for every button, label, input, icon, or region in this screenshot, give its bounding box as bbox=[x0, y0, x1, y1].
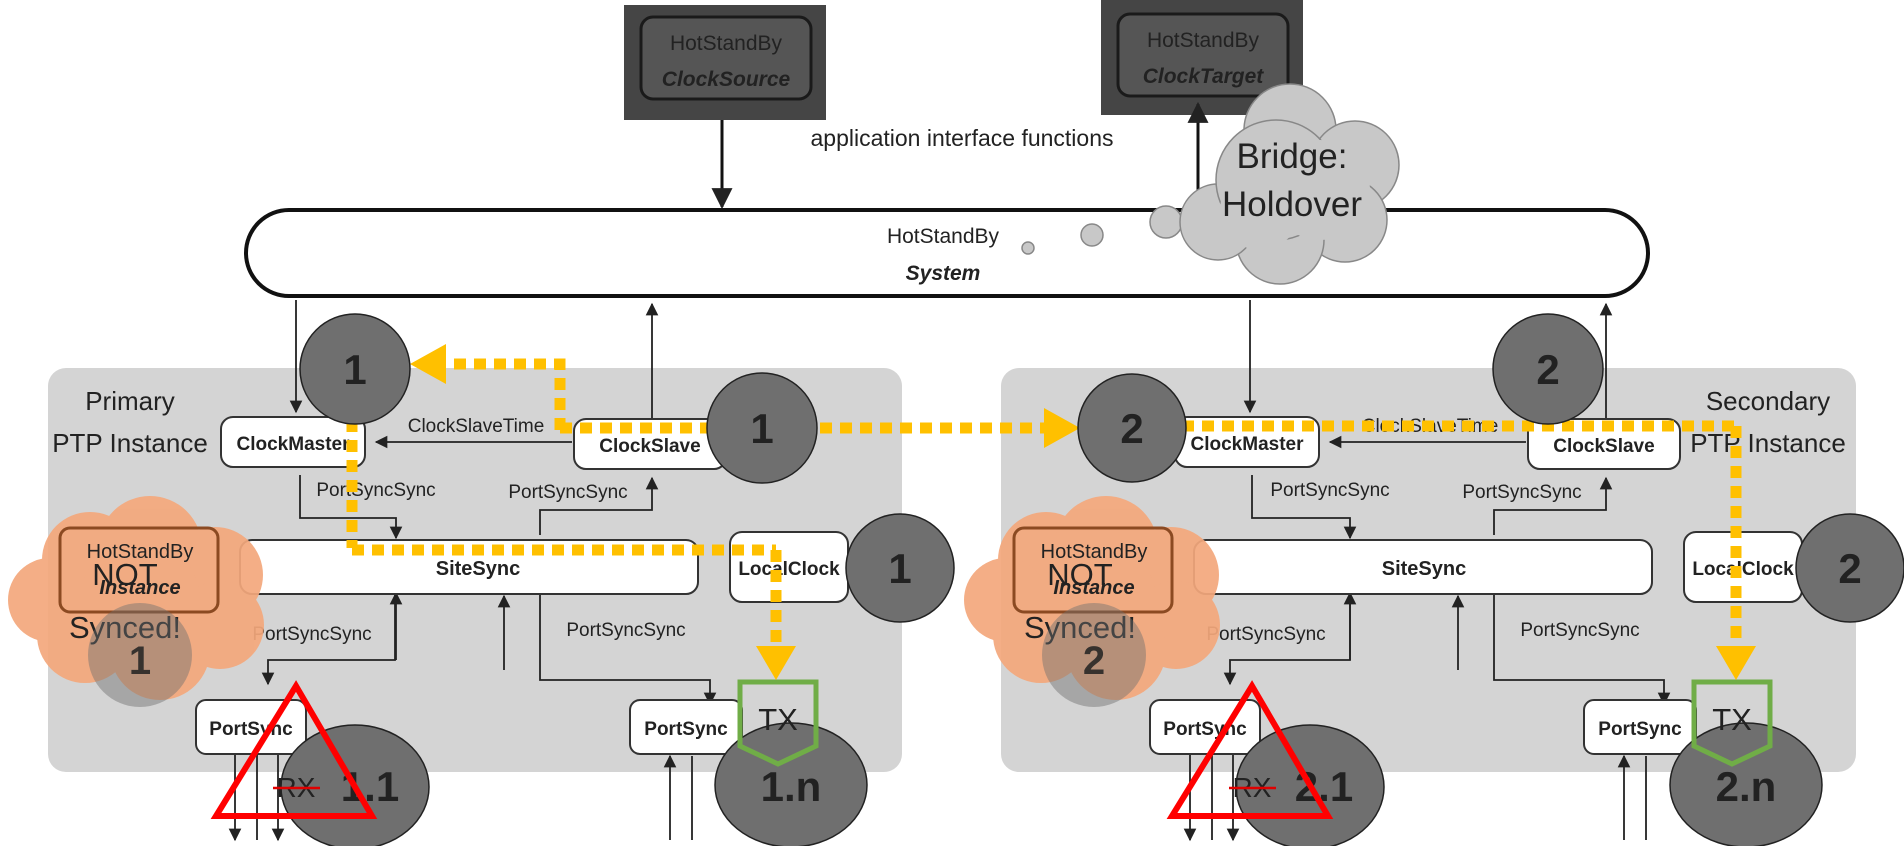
primary-badge-local: 1 bbox=[845, 513, 955, 623]
primary-badge-instance: 1 bbox=[129, 639, 151, 683]
secondary-not-synced-line1: NOT bbox=[1047, 557, 1113, 592]
primary-portsync-left-label: PortSync bbox=[209, 719, 293, 740]
secondary-psync-1: PortSyncSync bbox=[1270, 480, 1389, 501]
primary-tx-label: TX bbox=[758, 702, 798, 737]
clock-source: HotStandBy ClockSource bbox=[624, 5, 826, 120]
bridge-holdover-cloud: Bridge: Holdover bbox=[1021, 83, 1400, 285]
svg-text:2: 2 bbox=[1536, 346, 1559, 393]
primary-clockslavetime-label: ClockSlaveTime bbox=[408, 416, 545, 437]
svg-text:1.n: 1.n bbox=[761, 763, 822, 810]
primary-tx-box: TX bbox=[737, 679, 819, 767]
primary-badge-master: 1 bbox=[299, 313, 411, 425]
primary-not-synced-line2: Synced! bbox=[69, 610, 181, 645]
primary-title-line1: Primary bbox=[85, 386, 175, 416]
svg-text:2: 2 bbox=[1120, 405, 1143, 452]
secondary-ptp-instance: Secondary PTP Instance ClockMaster Clock… bbox=[964, 300, 1856, 846]
primary-psync-4: PortSyncSync bbox=[566, 620, 685, 641]
hotstandby-system: HotStandBy System bbox=[244, 208, 1650, 298]
secondary-portsync-right-label: PortSync bbox=[1598, 719, 1682, 740]
secondary-localclock-label: LocalClock bbox=[1692, 559, 1794, 580]
primary-clockmaster-label: ClockMaster bbox=[237, 434, 351, 455]
primary-ptp-instance: Primary PTP Instance ClockMaster ClockSl… bbox=[8, 300, 902, 846]
secondary-badge-master: 2 bbox=[1492, 313, 1604, 425]
sync-arrowhead-tx-secondary bbox=[1716, 646, 1756, 680]
primary-psync-1: PortSyncSync bbox=[316, 480, 435, 501]
bridge-line1: Bridge: bbox=[1237, 137, 1348, 176]
secondary-badge-local: 2 bbox=[1795, 513, 1904, 623]
clock-target-line2: ClockTarget bbox=[1143, 65, 1265, 88]
svg-text:2.n: 2.n bbox=[1716, 763, 1777, 810]
clock-target-line1: HotStandBy bbox=[1147, 29, 1260, 52]
app-interface-label: application interface functions bbox=[810, 125, 1113, 151]
secondary-not-synced-cloud: HotStandBy Instance NOT Synced! 2 bbox=[964, 496, 1220, 707]
secondary-psync-2: PortSyncSync bbox=[1462, 482, 1581, 503]
primary-clockmaster-box bbox=[220, 416, 366, 468]
primary-hs-instance-line2: Instance bbox=[99, 577, 180, 599]
clock-source-line2: ClockSource bbox=[662, 68, 791, 91]
secondary-psync-3: PortSyncSync bbox=[1206, 624, 1325, 645]
clock-source-line1: HotStandBy bbox=[670, 32, 783, 55]
svg-text:1: 1 bbox=[750, 405, 773, 452]
secondary-psync-4: PortSyncSync bbox=[1520, 620, 1639, 641]
secondary-rx-warning: RX bbox=[1166, 680, 1334, 819]
primary-localclock-label: LocalClock bbox=[738, 559, 840, 580]
secondary-badge-instance: 2 bbox=[1083, 639, 1105, 683]
svg-text:2: 2 bbox=[1838, 545, 1861, 592]
secondary-title-line1: Secondary bbox=[1706, 386, 1830, 416]
secondary-tx-label: TX bbox=[1712, 702, 1752, 737]
system-line1: HotStandBy bbox=[887, 225, 1000, 248]
primary-clockslave-label: ClockSlave bbox=[599, 436, 700, 457]
bridge-line2: Holdover bbox=[1222, 185, 1362, 224]
secondary-clockmaster-label: ClockMaster bbox=[1191, 434, 1305, 455]
sync-arrowhead-master bbox=[410, 344, 446, 384]
secondary-hs-instance-line2: Instance bbox=[1053, 577, 1134, 599]
primary-hs-instance-line1: HotStandBy bbox=[87, 541, 194, 563]
svg-text:1: 1 bbox=[888, 545, 911, 592]
primary-badge-slave: 1 bbox=[706, 372, 818, 484]
sync-path-dotted bbox=[346, 358, 1742, 650]
secondary-sitesync-label: SiteSync bbox=[1382, 558, 1466, 580]
primary-psync-3: PortSyncSync bbox=[252, 624, 371, 645]
sync-arrowhead-secondary bbox=[1044, 408, 1080, 448]
system-line2: System bbox=[906, 262, 981, 285]
secondary-tx-box: TX bbox=[1691, 679, 1773, 767]
sync-arrowhead-tx-primary bbox=[756, 646, 796, 680]
svg-text:1: 1 bbox=[343, 346, 366, 393]
secondary-portsync-left-label: PortSync bbox=[1163, 719, 1247, 740]
secondary-hs-instance-line1: HotStandBy bbox=[1041, 541, 1148, 563]
primary-title-line2: PTP Instance bbox=[52, 428, 208, 458]
primary-portsync-right-label: PortSync bbox=[644, 719, 728, 740]
secondary-clockslave-label: ClockSlave bbox=[1553, 436, 1654, 457]
primary-rx-warning: RX bbox=[210, 680, 378, 819]
svg-text:1.1: 1.1 bbox=[341, 763, 399, 810]
secondary-title-line2: PTP Instance bbox=[1690, 428, 1846, 458]
secondary-not-synced-line2: Synced! bbox=[1024, 610, 1136, 645]
primary-not-synced-line1: NOT bbox=[92, 557, 158, 592]
secondary-badge-slave: 2 bbox=[1077, 373, 1187, 483]
primary-not-synced-cloud: HotStandBy Instance NOT Synced! 1 bbox=[8, 496, 264, 707]
primary-sitesync-label: SiteSync bbox=[436, 558, 520, 580]
primary-psync-2: PortSyncSync bbox=[508, 482, 627, 503]
